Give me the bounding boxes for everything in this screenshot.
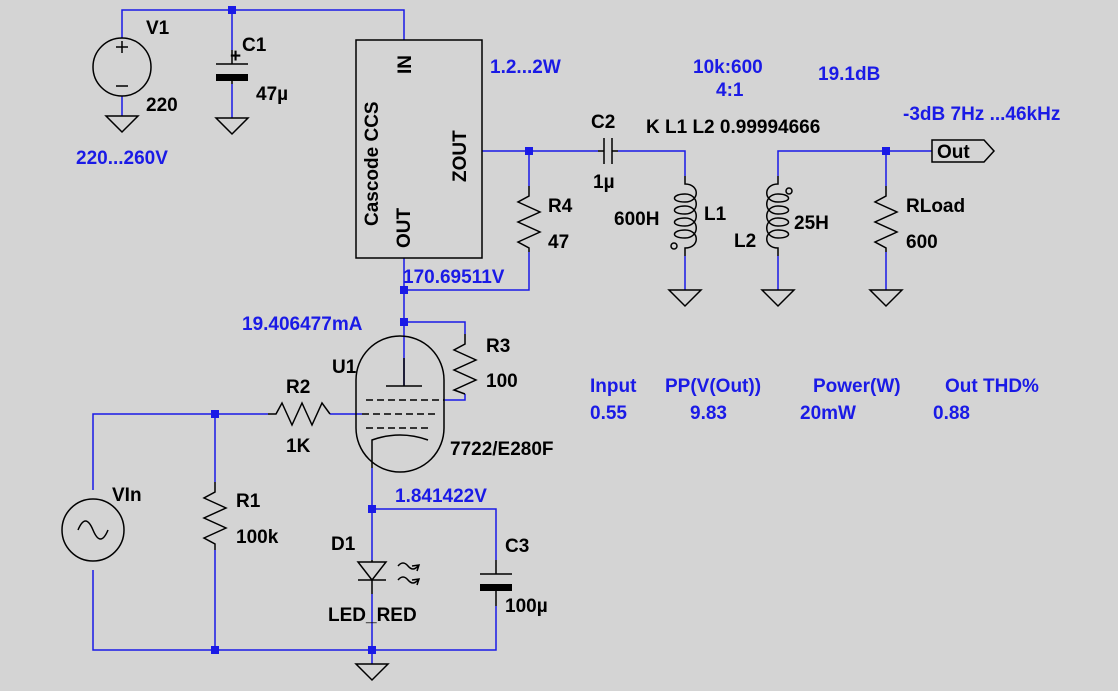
impedance-ratio: 10k:600 <box>693 57 763 78</box>
c2-capacitor[interactable] <box>598 138 618 164</box>
l2-name: L2 <box>734 231 756 252</box>
gain-label: 19.1dB <box>818 64 880 85</box>
d1-name: D1 <box>331 534 356 555</box>
plate-current: 19.406477mA <box>242 314 363 335</box>
r1-name: R1 <box>236 491 261 512</box>
c1-capacitor[interactable]: + <box>216 46 248 84</box>
r4-resistor[interactable] <box>516 186 542 252</box>
r2-name: R2 <box>286 377 310 398</box>
c3-value: 100µ <box>505 596 548 617</box>
ccs-pin-out: OUT <box>394 208 415 249</box>
r4-name: R4 <box>548 196 573 217</box>
v1-range: 220...260V <box>76 148 168 169</box>
u1-value: 7722/E280F <box>450 439 554 460</box>
u1-name: U1 <box>332 357 357 378</box>
l2-value: 25H <box>794 213 829 234</box>
l1-value: 600H <box>614 209 659 230</box>
result-header-pp: PP(V(Out)) <box>665 376 761 397</box>
v1-source[interactable] <box>92 37 152 97</box>
component-labels: V1 220 220...260V C1 47µ Cascode CCS IN … <box>76 18 1060 626</box>
anode-voltage: 170.69511V <box>403 267 505 288</box>
vin-name: VIn <box>112 485 142 506</box>
turns-ratio: 4:1 <box>716 80 744 101</box>
r2-resistor[interactable] <box>268 401 331 427</box>
c3-capacitor[interactable] <box>480 560 512 606</box>
r3-resistor[interactable] <box>452 334 478 395</box>
ccs-pin-zout: ZOUT <box>450 130 471 182</box>
ground-symbols <box>104 115 904 682</box>
bandwidth-label: -3dB 7Hz ...46kHz <box>903 104 1060 125</box>
ccs-power: 1.2...2W <box>490 57 561 78</box>
l2-inductor[interactable] <box>766 176 793 256</box>
u1-pentode[interactable] <box>355 335 445 473</box>
v1-value: 220 <box>146 95 178 116</box>
l1-name: L1 <box>704 204 727 225</box>
c2-name: C2 <box>591 112 615 133</box>
c3-name: C3 <box>505 536 529 557</box>
r1-resistor[interactable] <box>202 482 228 550</box>
out-port-label: Out <box>937 142 970 163</box>
c2-value: 1µ <box>593 172 615 193</box>
cathode-voltage: 1.841422V <box>395 486 487 507</box>
l1-inductor[interactable] <box>670 176 697 256</box>
ccs-title: Cascode CCS <box>362 101 383 226</box>
r3-value: 100 <box>486 371 518 392</box>
rload-name: RLoad <box>906 196 965 217</box>
cascode-ccs-block[interactable] <box>355 39 483 259</box>
r3-name: R3 <box>486 336 510 357</box>
c1-value: 47µ <box>256 84 288 105</box>
out-port[interactable] <box>931 139 996 163</box>
wires <box>92 9 932 664</box>
result-value-input: 0.55 <box>590 403 627 424</box>
svg-text:+: + <box>230 46 241 67</box>
result-header-input: Input <box>590 376 637 397</box>
rload-resistor[interactable] <box>873 186 899 252</box>
results-table: Input PP(V(Out)) Power(W) Out THD% 0.55 … <box>590 376 1039 424</box>
result-value-power: 20mW <box>800 403 856 424</box>
coupling-directive: K L1 L2 0.99994666 <box>646 117 820 138</box>
junction-dots <box>211 6 890 654</box>
v1-name: V1 <box>146 18 170 39</box>
vin-source[interactable] <box>61 498 125 562</box>
result-header-power: Power(W) <box>813 376 901 397</box>
c1-name: C1 <box>242 35 267 56</box>
d1-value: LED_RED <box>328 605 417 626</box>
result-value-pp: 9.83 <box>690 403 727 424</box>
d1-led[interactable] <box>356 560 421 594</box>
result-value-thd: 0.88 <box>933 403 970 424</box>
result-header-thd: Out THD% <box>945 376 1039 397</box>
ccs-pin-in: IN <box>395 55 416 74</box>
r1-value: 100k <box>236 527 279 548</box>
r2-value: 1K <box>286 436 311 457</box>
rload-value: 600 <box>906 232 938 253</box>
r4-value: 47 <box>548 232 569 253</box>
